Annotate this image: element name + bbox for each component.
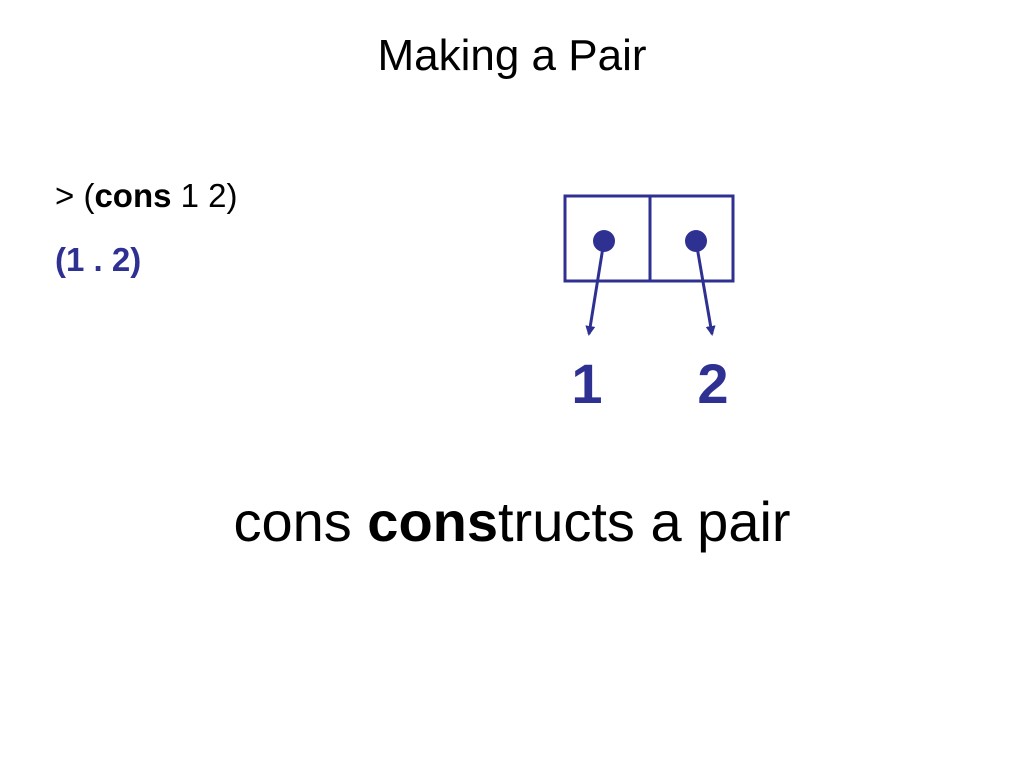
car-value: 1 (571, 352, 602, 415)
caption-word: cons (233, 490, 368, 553)
cdr-arrow (694, 240, 716, 336)
caption-bold-part: cons (367, 490, 498, 553)
cdr-cell (648, 194, 735, 283)
code-args: 1 2) (171, 177, 238, 214)
slide-title: Making a Pair (377, 31, 647, 80)
code-output-line: (1 . 2) (55, 241, 142, 278)
code-input-line: > (cons 1 2) (55, 176, 238, 216)
code-keyword: cons (94, 177, 172, 214)
caption: cons constructs a pair (0, 488, 1024, 556)
code-prompt: > ( (55, 177, 95, 214)
cdr-value: 2 (697, 352, 728, 415)
caption-rest: tructs a pair (498, 490, 791, 553)
car-arrow (585, 240, 606, 336)
